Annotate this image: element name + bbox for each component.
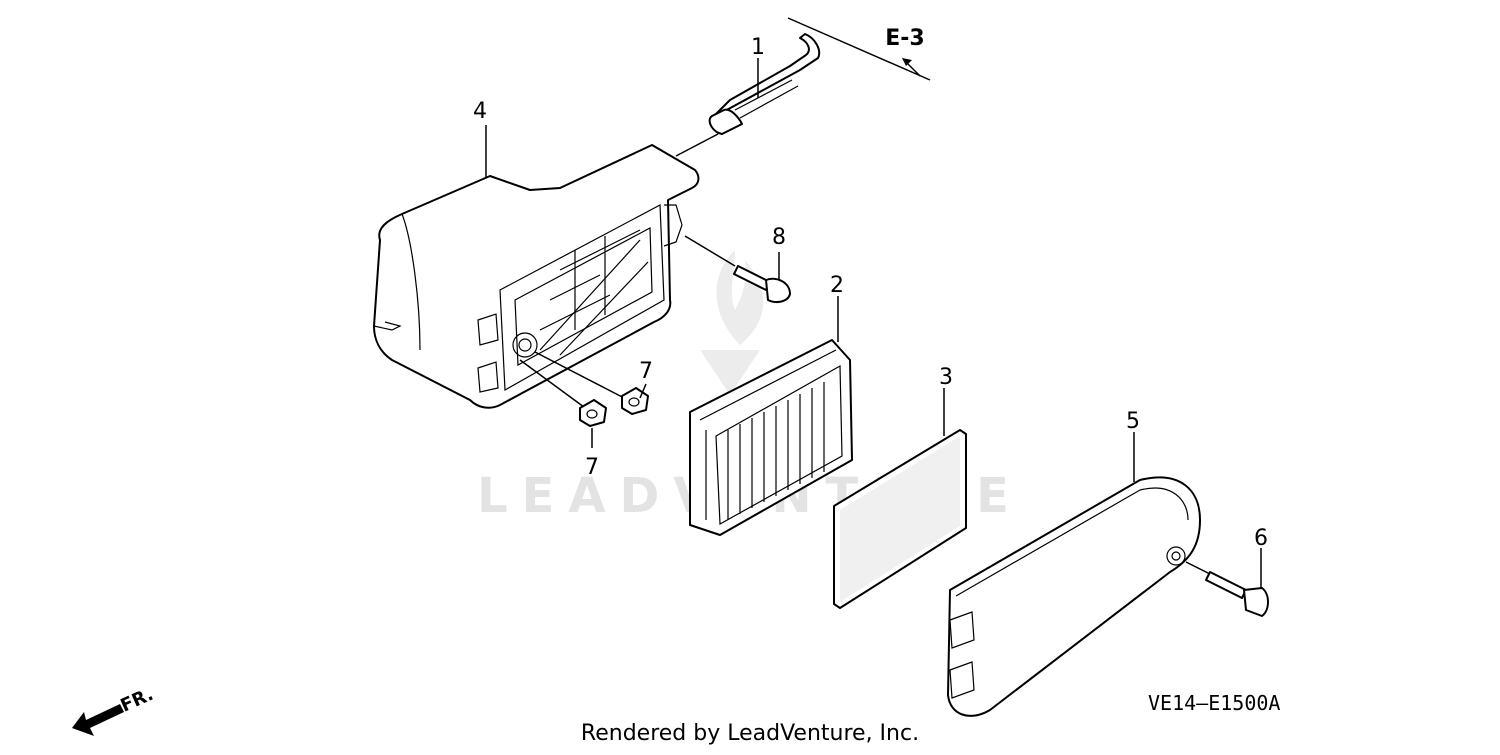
drawing-code: VE14—E1500A (1148, 691, 1280, 715)
callout-3: 3 (939, 365, 953, 390)
part-7-nuts (519, 351, 649, 448)
part-6-knob-bolt (1185, 548, 1269, 617)
reference-arrow (787, 17, 931, 81)
callout-5: 5 (1126, 409, 1140, 434)
leader-tube (675, 133, 719, 157)
front-direction-indicator: FR. (72, 684, 156, 736)
part-3-pre-filter (833, 388, 967, 609)
callout-4: 4 (473, 99, 487, 124)
reference-label: E-3 (885, 26, 924, 51)
footer-credit: Rendered by LeadVenture, Inc. (581, 721, 919, 746)
part-8-bolt (684, 235, 791, 303)
front-label: FR. (117, 684, 156, 717)
part-1-breather-tube (708, 33, 821, 135)
callout-7-upper: 7 (639, 359, 653, 384)
part-2-filter-element (689, 296, 853, 536)
callout-8: 8 (772, 225, 786, 250)
callout-7-lower: 7 (585, 455, 599, 480)
callout-1: 1 (751, 35, 765, 60)
part-5-cover (947, 432, 1201, 717)
part-4-air-cleaner-case (373, 125, 700, 409)
callout-2: 2 (830, 273, 844, 298)
callout-6: 6 (1254, 526, 1268, 551)
